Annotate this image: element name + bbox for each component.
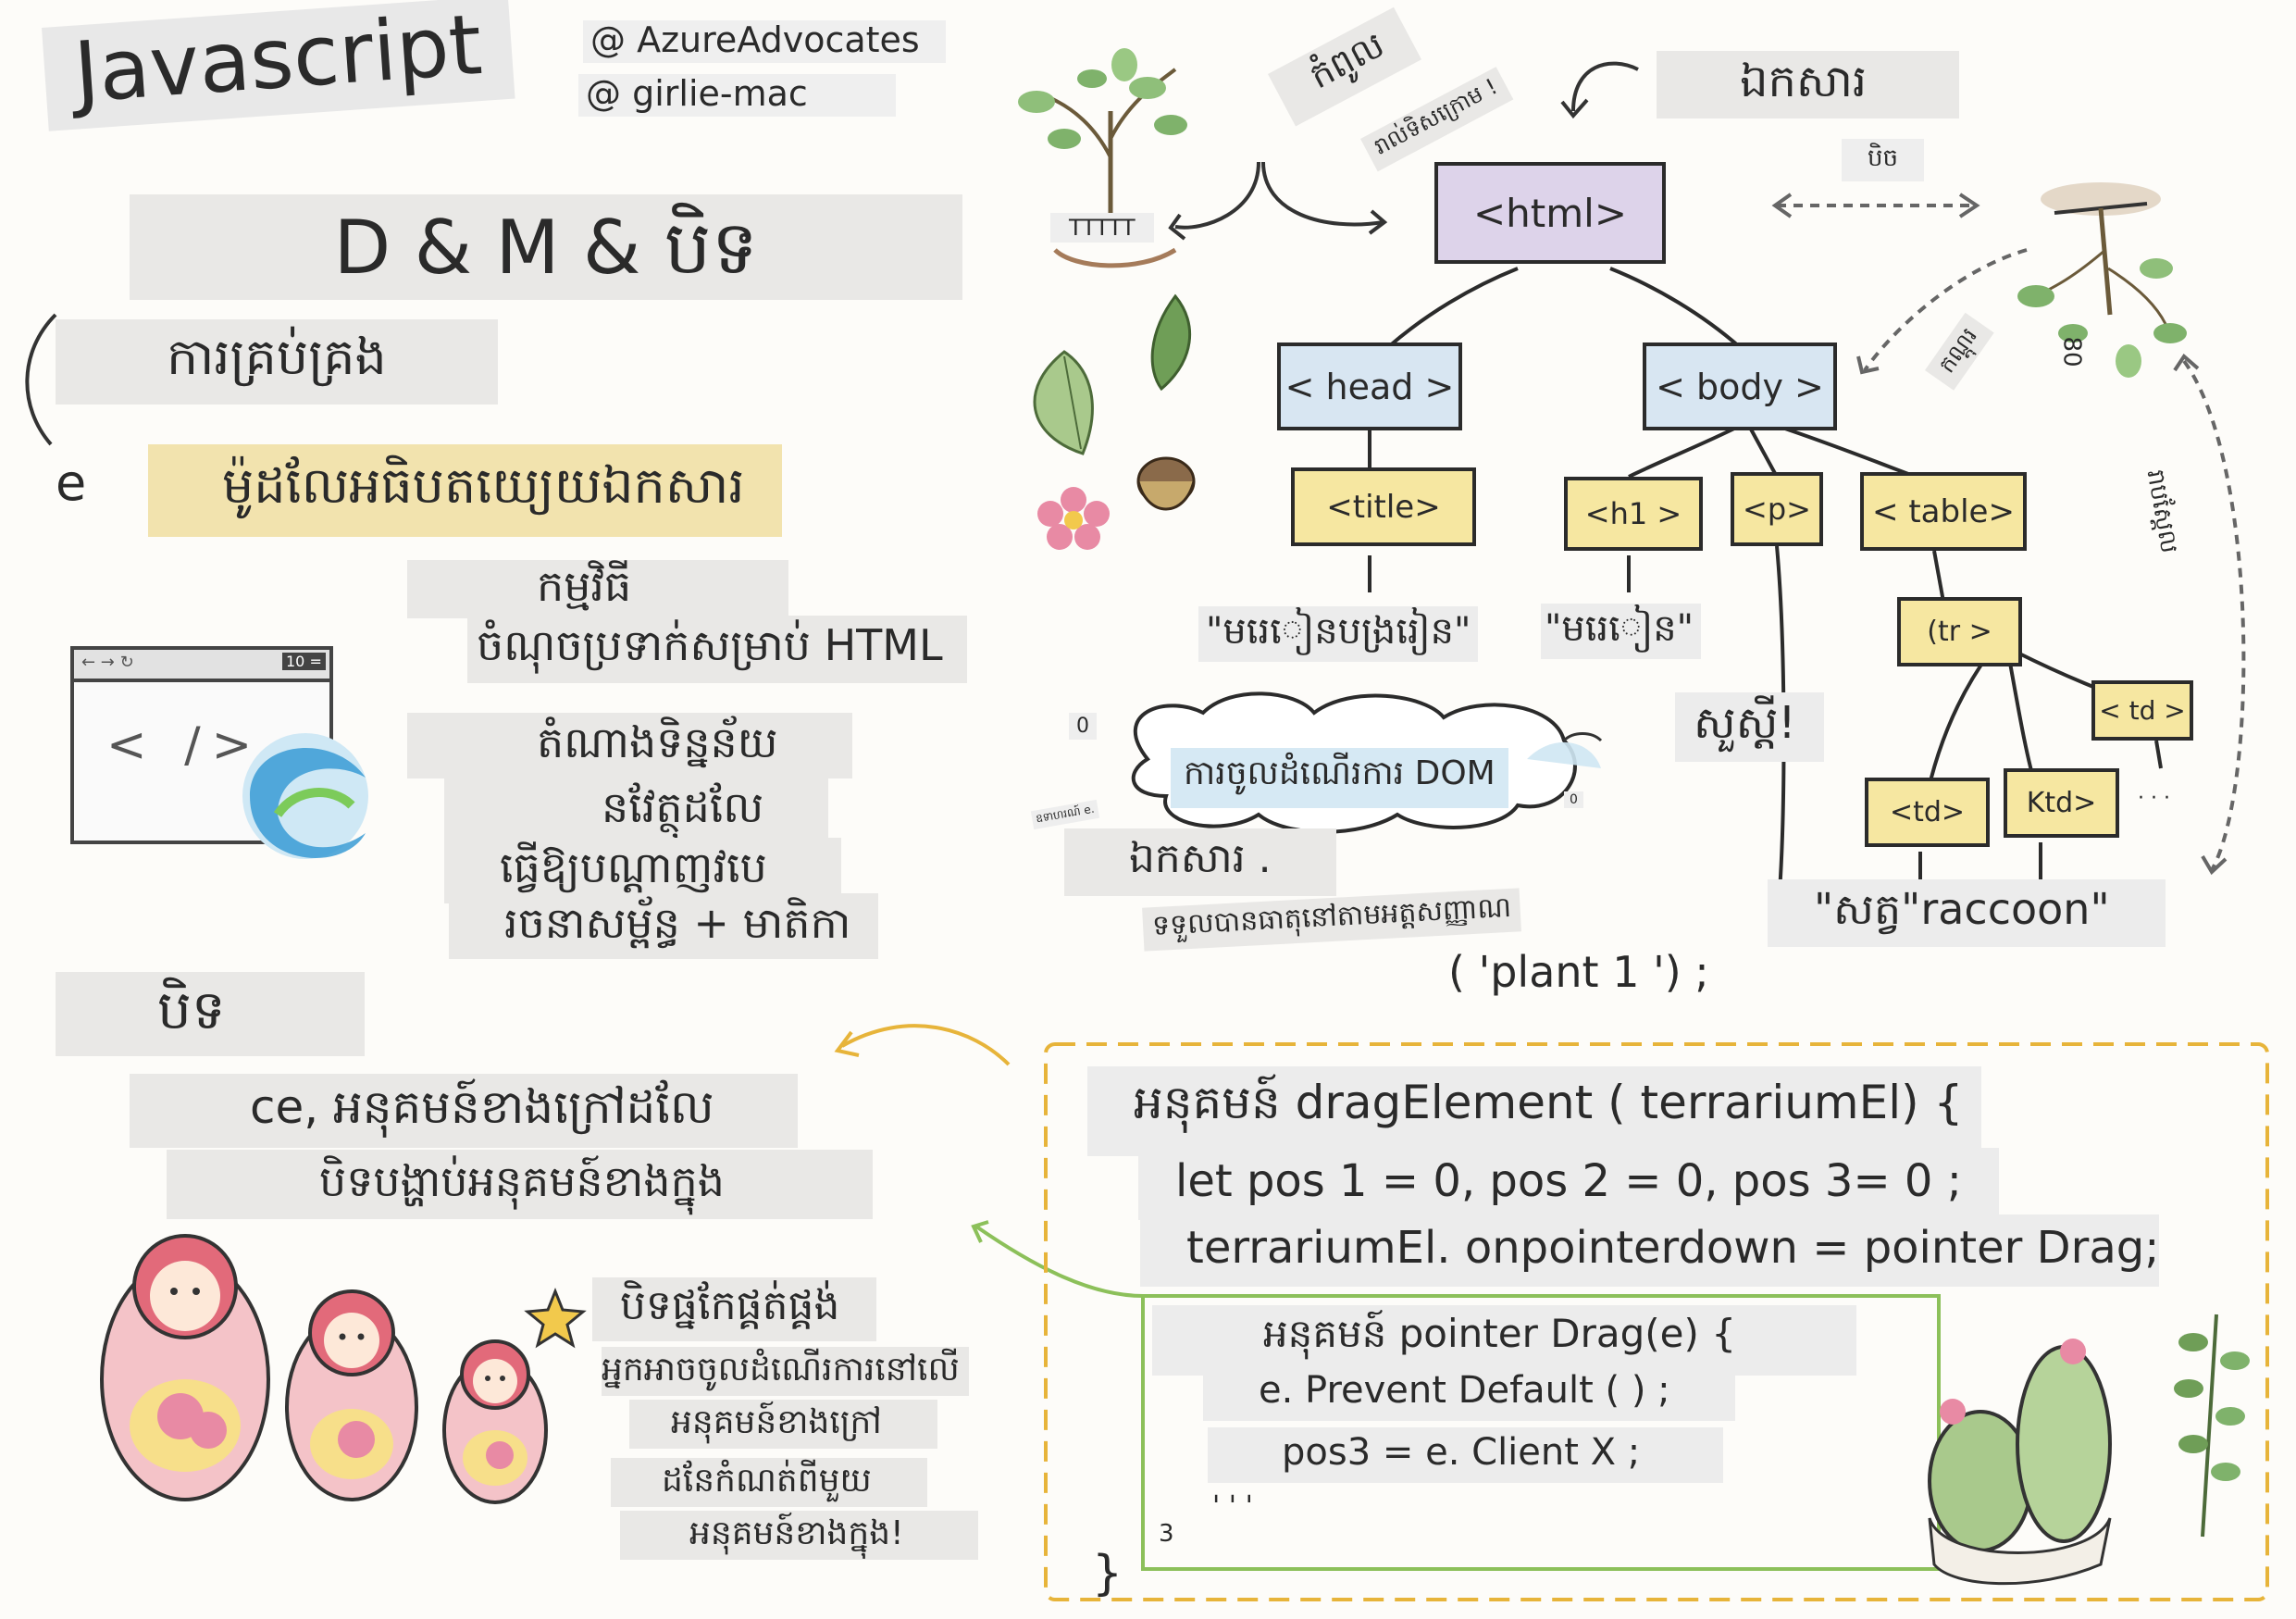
closure-title: បិទ bbox=[56, 972, 365, 1056]
code-close-brace: } bbox=[1092, 1546, 1123, 1601]
closure-line-2: បិទបង្ហាប់អនុគមន៍ខាងក្នុង bbox=[167, 1150, 873, 1219]
get-by-id-label: ទទួលបានធាតុនៅតាមអត្តសញ្ញាណ bbox=[1142, 888, 1522, 952]
node-td-right: < td > bbox=[2091, 680, 2193, 741]
node-table: < table> bbox=[1860, 472, 2027, 551]
small-zero-2: 0 bbox=[1564, 791, 1583, 808]
represent-line-2: នវែត្ថុដលែ bbox=[444, 778, 829, 843]
handle-girlie-mac: @ girlie-mac bbox=[578, 73, 896, 117]
code-line-1: អនុគមន៍ dragElement ( terrariumEl) { bbox=[1087, 1066, 1982, 1156]
acorn-icon bbox=[1136, 456, 1196, 511]
closure-point-3: ដនែកំណត់ពីមួយ bbox=[611, 1458, 927, 1508]
closure-perfect: បិទផ្នកែផ្គត់ផ្គង់ bbox=[592, 1277, 877, 1341]
child-label: កណ្តុរ bbox=[1925, 312, 1994, 391]
program-line: ចំណុចប្រទាក់សម្រាប់ HTML bbox=[467, 616, 967, 683]
represent-line-3: ធ្វើឱ្យបណ្តាញវបេ bbox=[444, 838, 841, 903]
document-label: ឯកសារ bbox=[1657, 51, 1960, 119]
small-zero-1: 0 bbox=[1069, 713, 1097, 740]
node-p: <p> bbox=[1731, 472, 1823, 546]
parent-label: កំពូល bbox=[1268, 6, 1422, 127]
dom-access-label: ការចូលដំណើរការ DOM bbox=[1171, 748, 1508, 808]
descendant-label: រាបស្តែល bbox=[2141, 467, 2183, 555]
table-dots: · · · bbox=[2138, 787, 2170, 810]
program-title: កម្មវិធី bbox=[407, 560, 789, 618]
flower-icon bbox=[1037, 487, 1110, 550]
code-line-7: ' ' ' bbox=[1212, 1490, 1253, 1523]
upside-down-plant-icon bbox=[2017, 182, 2187, 378]
title-text: "មរេៀនបង្ររៀន" bbox=[1198, 606, 1479, 662]
leaf-icon bbox=[1033, 350, 1094, 455]
e-letter: e bbox=[56, 454, 87, 512]
nesting-dolls-icon bbox=[100, 1234, 548, 1504]
sibling-label: បិច bbox=[1842, 139, 1925, 181]
small-note: ឧទាហរណ៍ e. bbox=[1030, 799, 1100, 830]
node-td-middle: Ktd> bbox=[2004, 768, 2119, 838]
handle-azure-advocates: @ AzureAdvocates bbox=[583, 19, 946, 63]
node-body: < body > bbox=[1643, 342, 1837, 430]
browser-nav-buttons: ← → ↻ bbox=[81, 653, 134, 672]
represent-line-1: តំណាងទិន្នន័យ bbox=[407, 713, 852, 778]
closure-point-2: អនុគមន៍ខាងក្រៅ bbox=[629, 1400, 937, 1450]
succulent-icon bbox=[2174, 1314, 2250, 1538]
node-tr: (tr > bbox=[1897, 597, 2022, 666]
browser-code-symbol: < /> bbox=[106, 717, 264, 773]
node-html: <html> bbox=[1434, 162, 1666, 264]
node-td-left: <td> bbox=[1865, 778, 1990, 847]
node-h1: <h1 > bbox=[1564, 477, 1703, 551]
parent-sub-label: រាល់ទិសក្រោម ! bbox=[1360, 66, 1514, 171]
p-text: សួស្ដី! bbox=[1675, 692, 1824, 763]
code-line-3: terrariumEl. onpointerdown = pointer Dra… bbox=[1140, 1214, 2160, 1287]
cactus-icon bbox=[1928, 1339, 2112, 1586]
h1-text: "មរេៀន" bbox=[1541, 604, 1702, 659]
sprout-label: TTTTT bbox=[1050, 213, 1154, 243]
leaf-number: 80 bbox=[2057, 336, 2086, 367]
manage-label: ការគ្រប់គ្រង bbox=[56, 319, 498, 405]
node-title: <title> bbox=[1291, 467, 1476, 546]
code-line-2: let pos 1 = 0, pos 2 = 0, pos 3= 0 ; bbox=[1138, 1148, 1999, 1220]
get-by-id-call: ( 'plant 1 ') ; bbox=[1448, 947, 1709, 997]
node-head: < head > bbox=[1277, 342, 1462, 430]
code-line-4: អនុគមន៍ pointer Drag(e) { bbox=[1152, 1305, 1856, 1376]
dom-model-label: ម៉ូដលែអធិបតយេ្យយឯកសារ bbox=[148, 444, 782, 538]
section-subtitle: D & M & បិទ bbox=[130, 194, 962, 300]
closure-point-4: អនុគមន៍ខាងក្នុង! bbox=[620, 1511, 978, 1561]
document-dot: ឯកសារ . bbox=[1064, 828, 1336, 896]
td-text: "សត្វ"raccoon" bbox=[1768, 879, 2166, 947]
closure-point-1: អ្នកអាចចូលដំណើរការនៅលើ bbox=[602, 1347, 969, 1397]
code-line-6: pos3 = e. Client X ; bbox=[1208, 1427, 1724, 1483]
closure-line-1: ce, អនុគមន៍ខាងក្រៅដលែ bbox=[130, 1074, 798, 1148]
star-icon bbox=[524, 1287, 587, 1349]
code-line-5: e. Prevent Default ( ) ; bbox=[1203, 1365, 1735, 1421]
represent-line-4: រចនាសម្ព័ន្ធ + មាតិកា bbox=[449, 893, 879, 959]
code-line-number: 3 bbox=[1159, 1520, 1174, 1548]
page-title: Javascript bbox=[42, 0, 515, 131]
browser-counter: 10 = bbox=[282, 653, 326, 670]
